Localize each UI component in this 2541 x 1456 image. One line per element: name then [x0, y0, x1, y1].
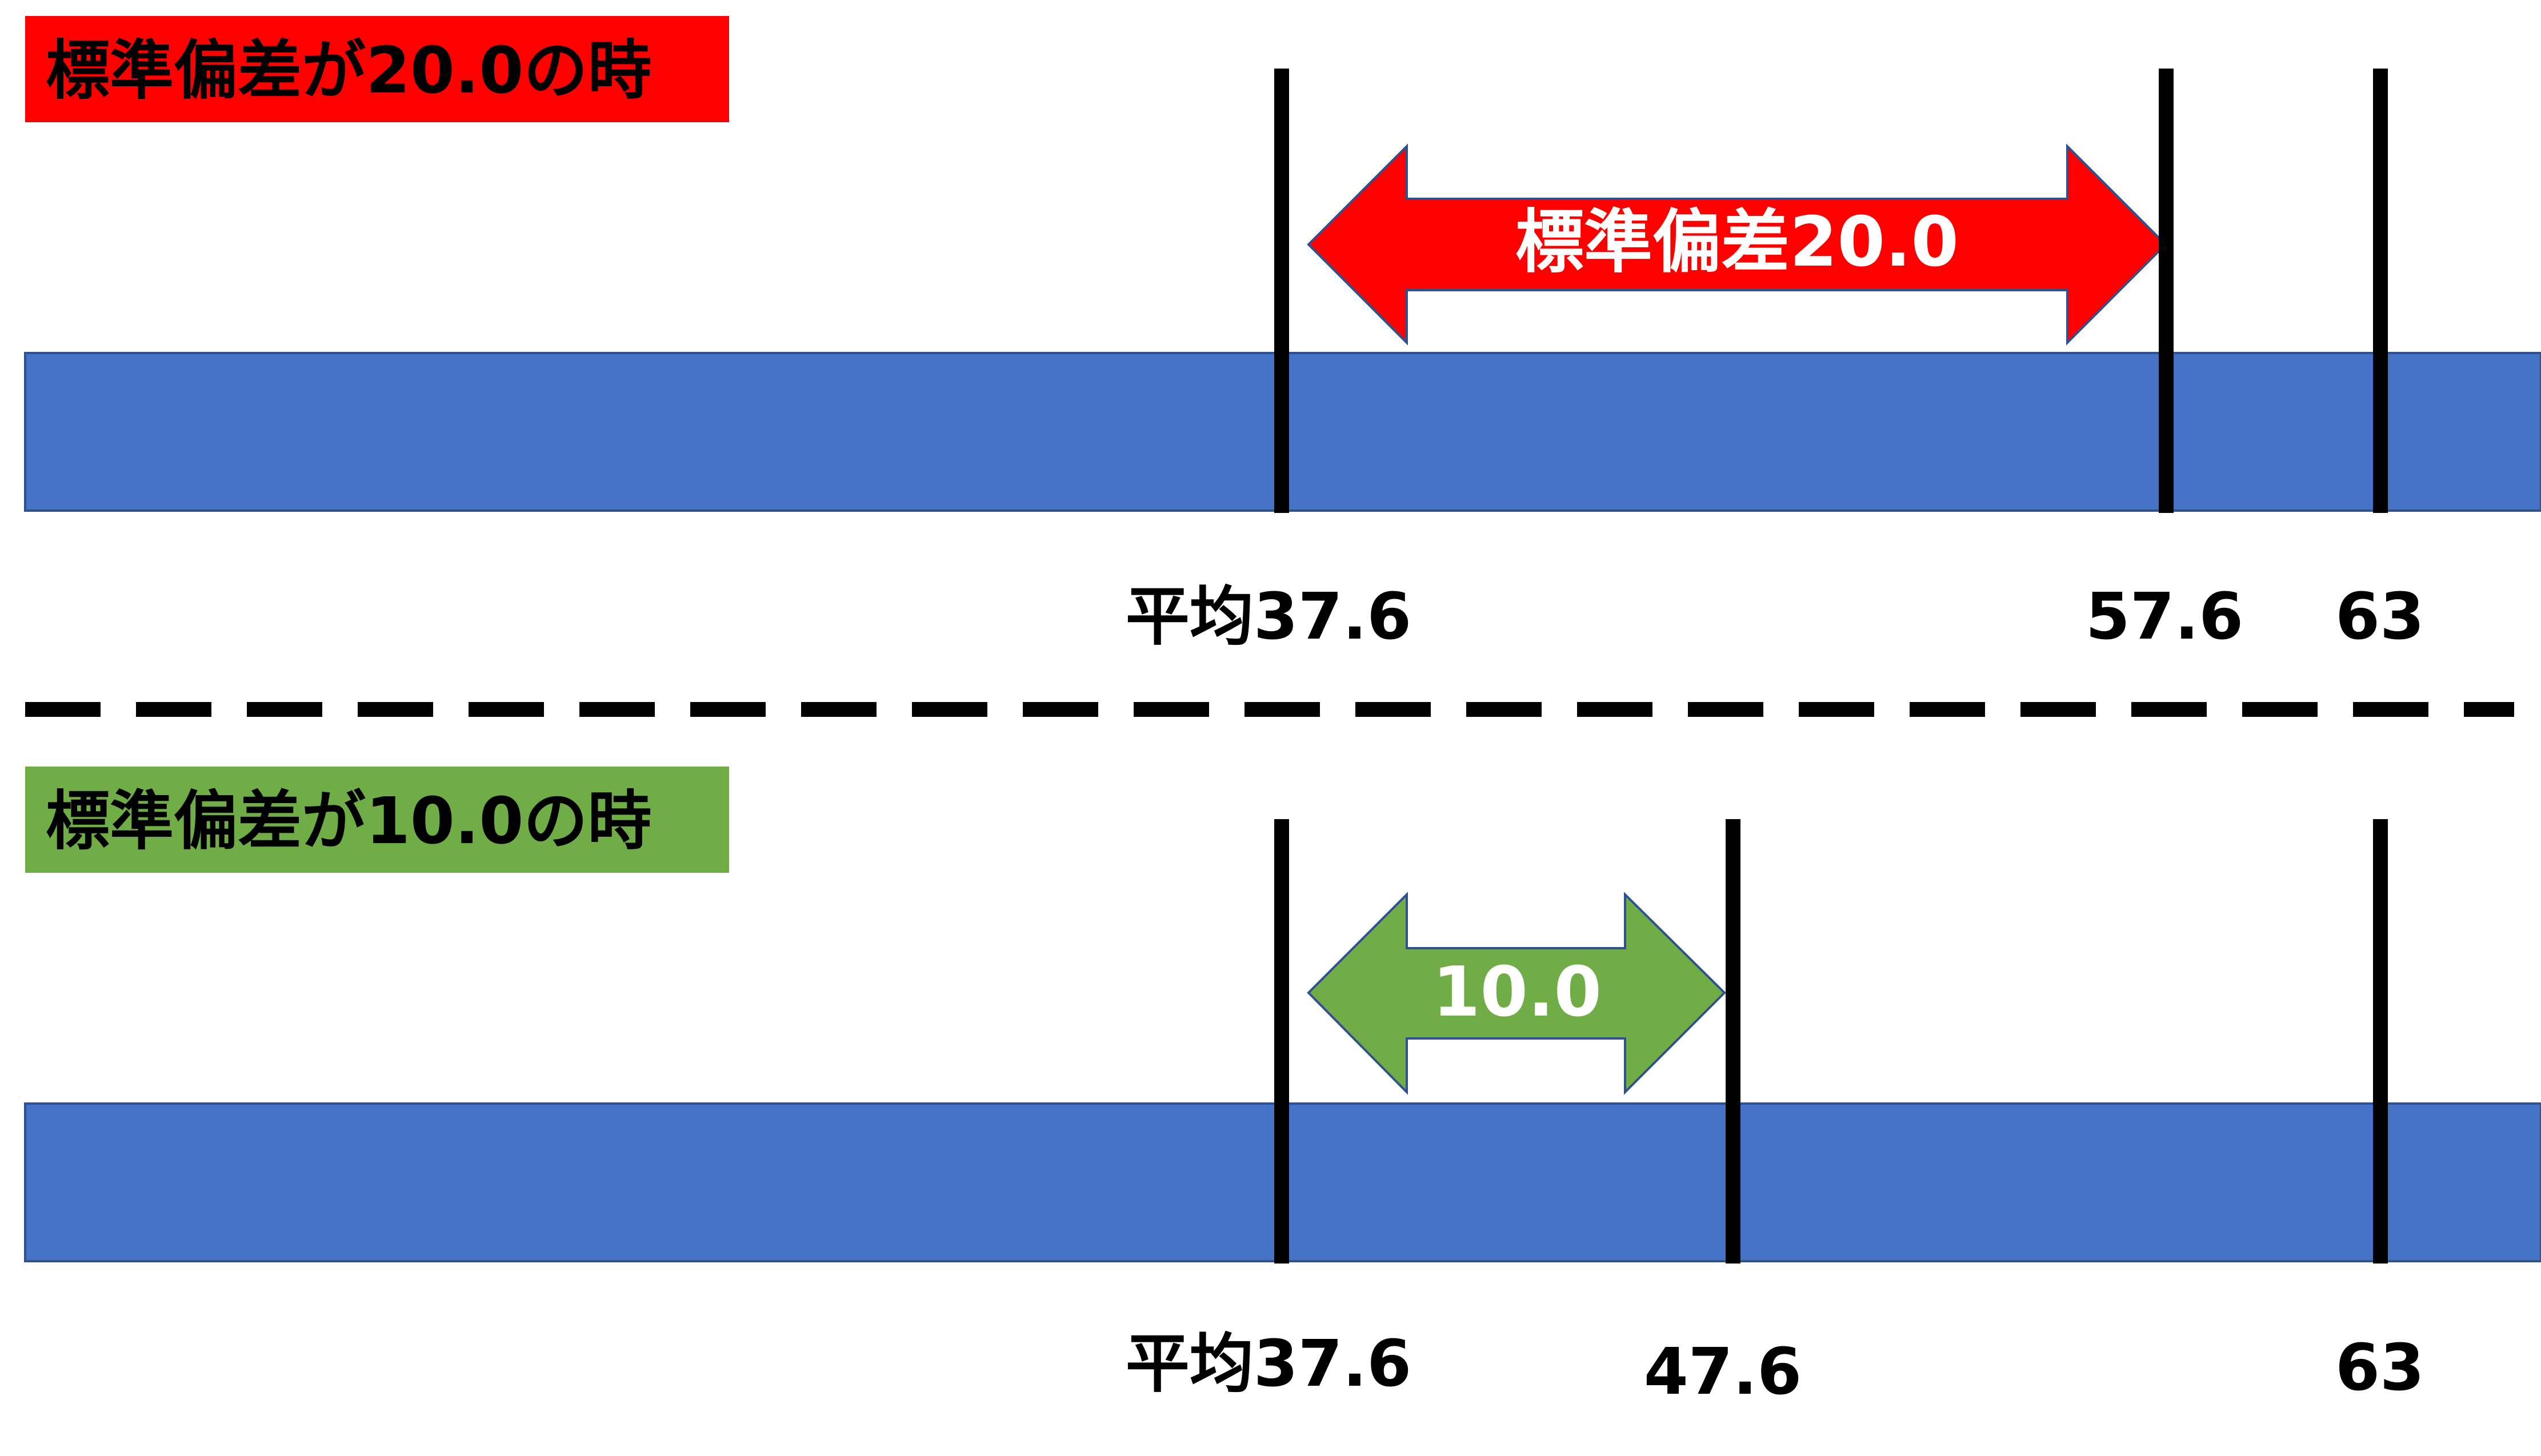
panel-sd10-value-label: 63 [2335, 1331, 2424, 1405]
panel-sd20-sd-line [2159, 69, 2174, 513]
panel-sd20-mean-label: 平均37.6 [1126, 580, 1411, 654]
panel-sd10: 標準偏差が10.0の時 10.0 平均37.6 47.6 63 [24, 767, 2541, 1409]
panel-sd20-arrow-label: 標準偏差20.0 [1515, 203, 1959, 282]
panel-sd10-title-box [25, 767, 729, 873]
panel-sd10-double-arrow [1307, 892, 1726, 1095]
panel-sd20: 標準偏差が20.0の時 標準偏差20.0 平均37.6 57.6 63 [24, 16, 2541, 654]
panel-sd20-title-box [25, 16, 729, 122]
panel-sd10-sd-point-label: 47.6 [1644, 1335, 1802, 1409]
panel-sd10-title: 標準偏差が10.0の時 [46, 784, 651, 859]
panel-sd10-mean-label: 平均37.6 [1126, 1327, 1411, 1401]
panel-sd10-mean-line [1274, 819, 1289, 1264]
panel-sd20-mean-line [1274, 69, 1289, 513]
panel-sd20-title: 標準偏差が20.0の時 [46, 34, 651, 108]
panel-sd20-sd-point-label: 57.6 [2086, 580, 2243, 654]
panel-sd20-value-label: 63 [2335, 580, 2424, 654]
panel-sd10-arrow-label: 10.0 [1432, 953, 1602, 1032]
panel-sd10-value-line [2373, 819, 2388, 1264]
panel-sd10-sd-line [1726, 819, 1740, 1264]
panel-sd10-arrow: 10.0 [1307, 892, 1726, 1095]
panel-sd20-value-line [2373, 69, 2388, 513]
